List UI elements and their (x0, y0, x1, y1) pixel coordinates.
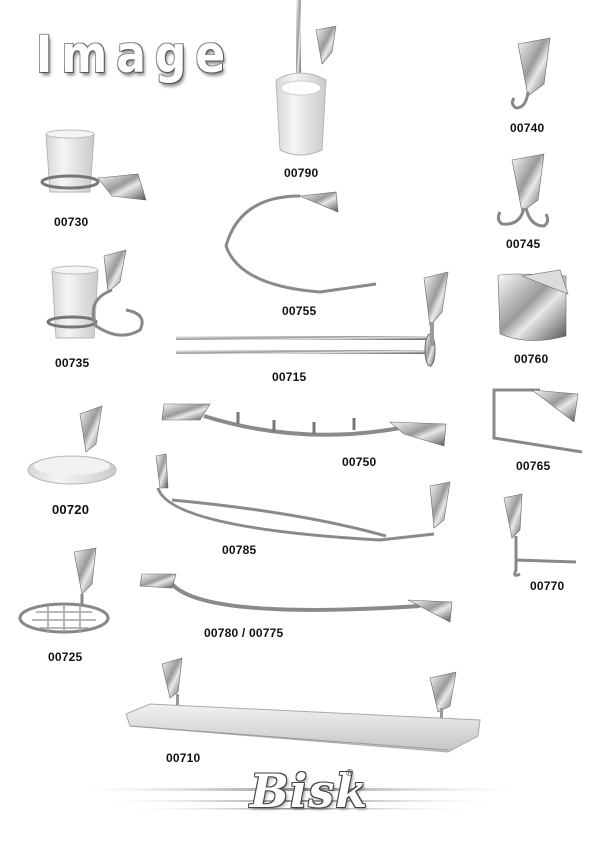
product-code: 00740 (510, 121, 545, 135)
soap-basket-product (18, 547, 110, 634)
product-code: 00720 (52, 502, 90, 517)
product-code: 00745 (506, 237, 541, 251)
product-code: 00785 (222, 543, 257, 557)
tumbler-holder-product (40, 129, 147, 201)
product-code: 00755 (282, 304, 317, 318)
glass-shelf-product (125, 657, 481, 753)
product-code: 00750 (342, 455, 377, 469)
square-ring-product (492, 388, 583, 454)
brand-logo-text: Bisk (250, 764, 369, 818)
soap-dish-product (27, 405, 117, 485)
open-ring-product (224, 191, 377, 294)
product-code: 00715 (272, 370, 307, 384)
product-code: 00730 (54, 215, 89, 229)
towel-bar-product (139, 573, 453, 623)
product-code: 00735 (55, 356, 90, 370)
single-hook-product (510, 37, 551, 110)
paper-holder-product (503, 493, 577, 577)
page-title: Image (36, 26, 235, 85)
brand-logo: Bisk ® (250, 764, 367, 824)
swivel-rail-product (176, 271, 449, 367)
product-code: 00765 (516, 459, 551, 473)
double-hook-product (496, 153, 550, 228)
product-code: 00725 (48, 650, 83, 664)
paper-holder-cover-product (497, 269, 569, 341)
product-code: 00770 (530, 579, 565, 593)
brand-swoosh (60, 788, 540, 810)
registered-mark-icon: ® (346, 768, 354, 779)
product-code: 00780 / 00775 (204, 626, 284, 640)
toilet-brush-product (275, 0, 337, 156)
product-code: 00760 (514, 352, 549, 366)
tumbler-ring-product (46, 249, 144, 339)
product-code: 00710 (166, 751, 201, 765)
hook-rail-product (161, 403, 447, 447)
double-towel-bar-product (155, 453, 451, 542)
product-code: 00790 (284, 166, 319, 180)
